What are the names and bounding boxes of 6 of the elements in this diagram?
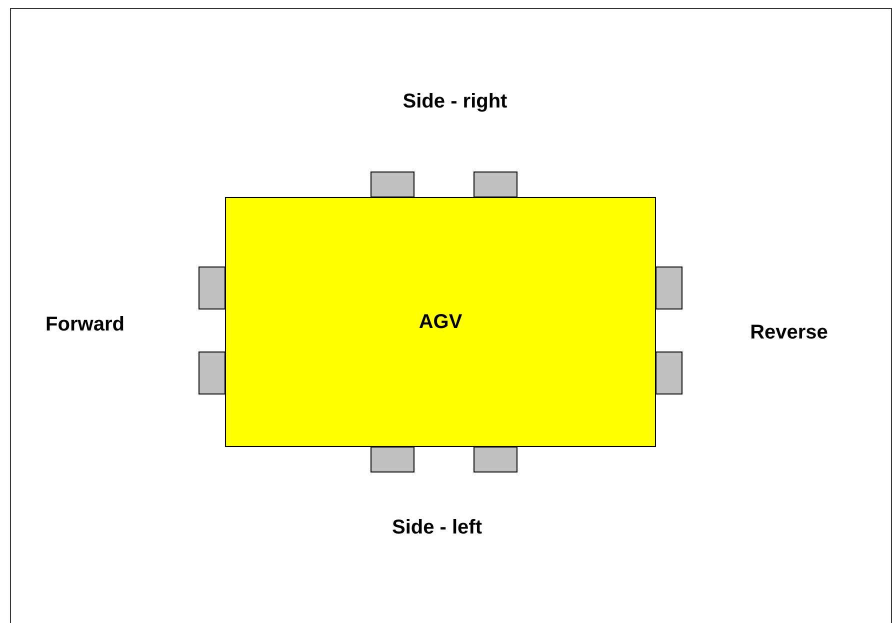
- direction-label: Reverse: [750, 322, 828, 344]
- vehicle-label: AGV: [418, 310, 462, 334]
- direction-label: Forward: [46, 314, 124, 336]
- vehicle-box: [225, 197, 656, 447]
- direction-label: Side - right: [402, 90, 508, 114]
- direction-label: Side - left: [392, 516, 482, 540]
